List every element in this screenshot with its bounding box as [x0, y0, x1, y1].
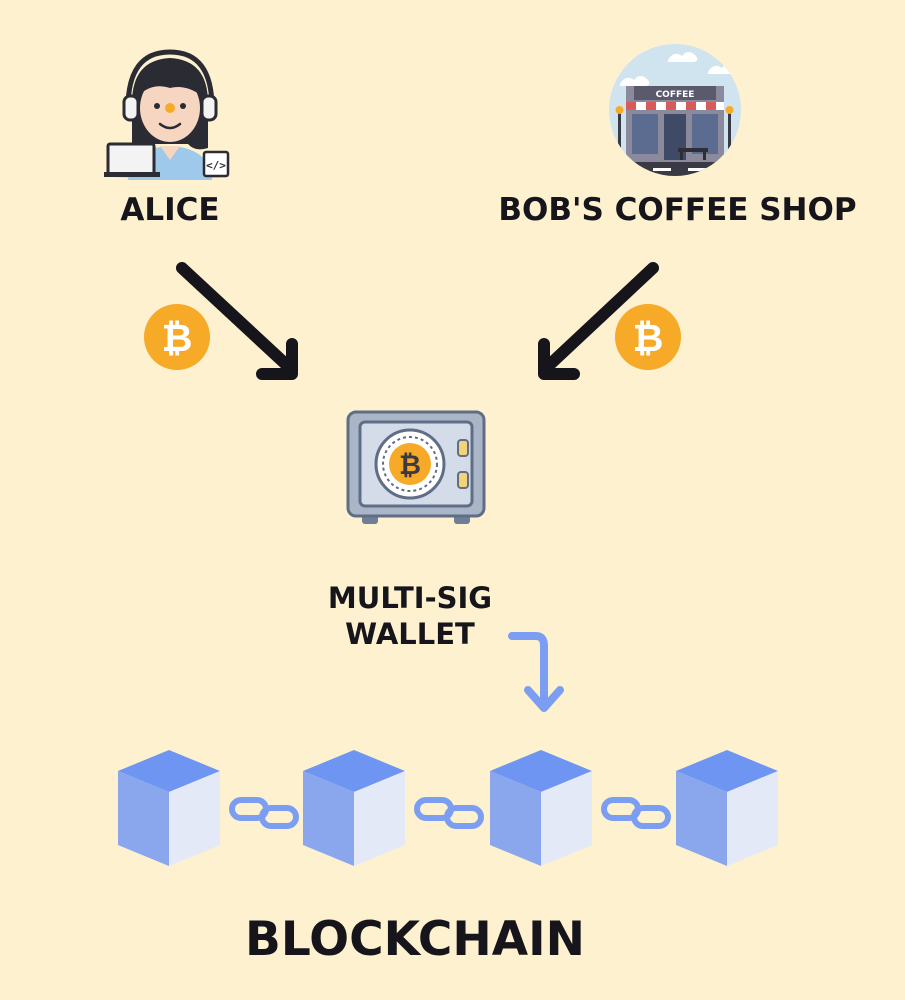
- block-right-face: [727, 771, 778, 866]
- block-left-face: [303, 771, 354, 866]
- transfer-arrows: ₿ ₿: [144, 262, 681, 380]
- bob-to-wallet-arrow: [538, 262, 659, 380]
- coffee-shop-icon: COFFEE: [609, 44, 741, 176]
- block-cube: [118, 750, 220, 866]
- bitcoin-coin-icon: ₿: [144, 304, 210, 370]
- block-right-face: [169, 771, 220, 866]
- safe-vault-icon: ₿: [346, 410, 486, 524]
- multi-sig-wallet-label: MULTI-SIG WALLET: [300, 580, 520, 652]
- block-right-face: [354, 771, 405, 866]
- bitcoin-symbol: ₿: [162, 316, 193, 360]
- wallet-label-line1: MULTI-SIG: [327, 581, 493, 615]
- block-cube: [490, 750, 592, 866]
- svg-text:</>: </>: [206, 159, 226, 172]
- alice-avatar: </>: [104, 49, 230, 180]
- coffee-sign: COFFEE: [656, 90, 695, 100]
- bitcoin-symbol: ₿: [633, 316, 664, 360]
- bitcoin-symbol: ₿: [399, 450, 421, 481]
- block-left-face: [118, 771, 169, 866]
- alice-to-wallet-arrow: [176, 262, 298, 380]
- block-left-face: [490, 771, 541, 866]
- chain-link-icon: [414, 797, 484, 829]
- block-cube: [676, 750, 778, 866]
- alice-label: ALICE: [120, 192, 220, 228]
- wallet-label-line2: WALLET: [345, 617, 475, 651]
- blockchain-label: BLOCKCHAIN: [245, 912, 585, 967]
- block-right-face: [541, 771, 592, 866]
- bitcoin-coin-icon: ₿: [615, 304, 681, 370]
- block-cube: [303, 750, 405, 866]
- chain-link-icon: [229, 797, 299, 829]
- wallet-to-blockchain-arrow: [508, 632, 564, 712]
- chain-link-icon: [601, 797, 671, 829]
- block-left-face: [676, 771, 727, 866]
- blockchain-chain: [118, 750, 778, 866]
- bob-coffee-shop-label: BOB'S COFFEE SHOP: [498, 192, 857, 228]
